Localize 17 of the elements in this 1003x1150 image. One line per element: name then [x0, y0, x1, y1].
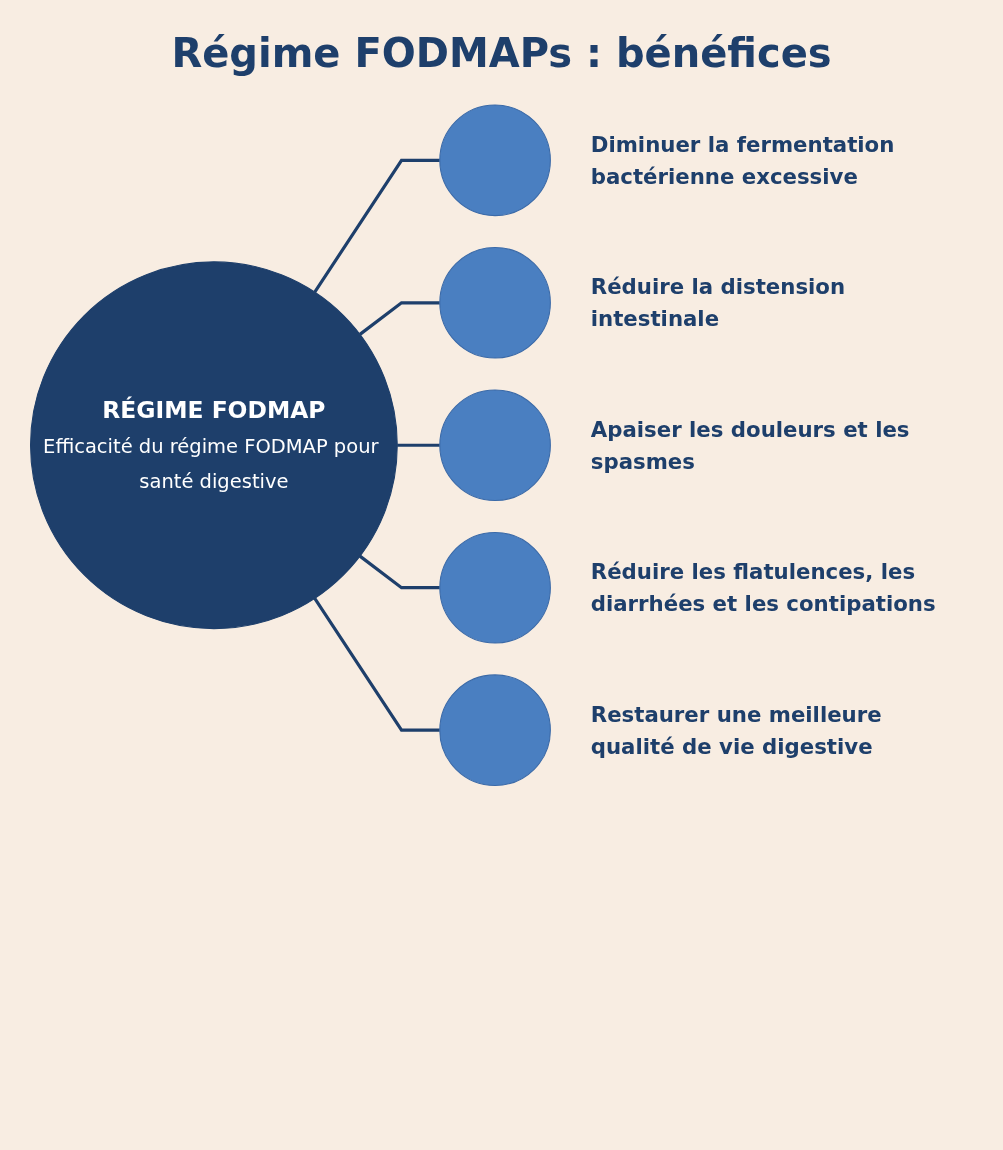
connector	[358, 301, 440, 336]
node-label: Restaurer une meilleure qualité de vie digestive	[590, 701, 882, 759]
node-label: Apaiser les douleurs et les spasmes	[590, 416, 909, 474]
connector	[358, 554, 440, 590]
node-circle	[438, 104, 551, 217]
connector	[396, 443, 440, 447]
node-circle	[438, 674, 551, 786]
node-circle	[438, 246, 551, 359]
node-label: Réduire les flatulences, les diarrhées et les contipations	[590, 559, 936, 617]
node-circle	[438, 389, 551, 502]
node-circle	[438, 531, 551, 644]
node-label: Diminuer la fermentation bactérienne excessive	[590, 131, 894, 190]
node-label: Réduire la distension intestinale	[590, 274, 845, 332]
connector	[312, 158, 440, 293]
node-circle: RÉGIME FODMAP Efficacité du régime FODMAP pour santé digestive	[29, 261, 398, 630]
connector	[312, 597, 440, 732]
title: Régime FODMAPs : bénéfices	[170, 30, 833, 76]
